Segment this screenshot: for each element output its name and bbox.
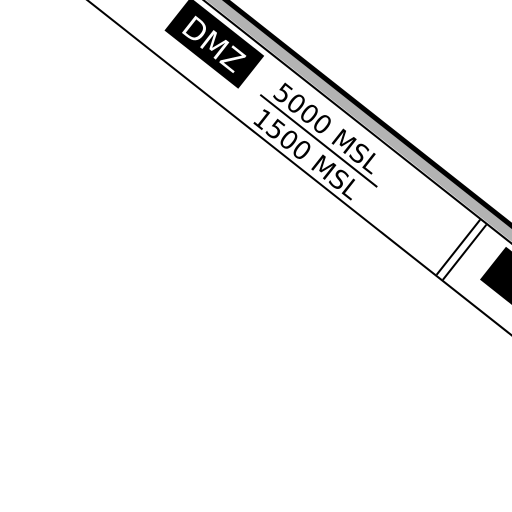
segment-separator-left — [435, 219, 481, 276]
segment-separator-right — [442, 224, 488, 281]
airspace-boundary-outer — [0, 0, 512, 388]
dmz-label-box — [164, 0, 265, 89]
next-label-box — [479, 246, 512, 338]
airspace-boundary-inner — [0, 0, 512, 398]
band-lower-line — [0, 0, 512, 455]
altitude-divider — [259, 93, 378, 188]
boundary-shadow — [0, 0, 512, 396]
